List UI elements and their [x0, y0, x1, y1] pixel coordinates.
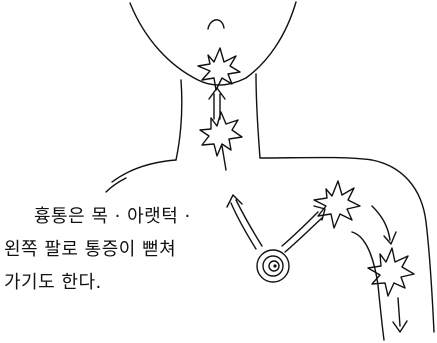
caption-line-2: 왼쪽 팔로 통증이 뻗쳐 — [4, 239, 177, 260]
caption-line-1: 흉통은 목 · 아랫턱 · — [34, 206, 191, 227]
left-shoulder-outline — [111, 159, 177, 183]
caption-text: 흉통은 목 · 아랫턱 · 왼쪽 팔로 통증이 뻗쳐 가기도 한다. — [4, 200, 224, 299]
radiation-arrow-icon — [392, 297, 408, 333]
neck-right-outline — [255, 73, 261, 159]
radiation-arrow-icon — [371, 205, 397, 245]
spiral-origin-icon — [256, 249, 290, 283]
pain-burst-icon — [197, 47, 241, 91]
radiation-arrow-icon — [226, 194, 263, 250]
pain-burst-icon — [313, 180, 361, 229]
jaw-outline — [129, 1, 297, 86]
caption-pointer-line — [105, 177, 127, 193]
neck-left-outline — [175, 79, 183, 161]
radiation-arrow-icon — [221, 145, 227, 171]
inner-arm-outline — [351, 231, 385, 341]
radiation-arrow-icon — [281, 205, 326, 253]
pain-burst-icon — [367, 247, 415, 297]
radiation-arrows — [208, 87, 408, 333]
right-shoulder-outline — [259, 156, 435, 333]
mouth-mark — [207, 19, 225, 30]
pain-burst-icon — [199, 111, 243, 157]
caption-line-3: 가기도 한다. — [4, 272, 102, 293]
radiation-arrow-icon — [208, 87, 226, 120]
